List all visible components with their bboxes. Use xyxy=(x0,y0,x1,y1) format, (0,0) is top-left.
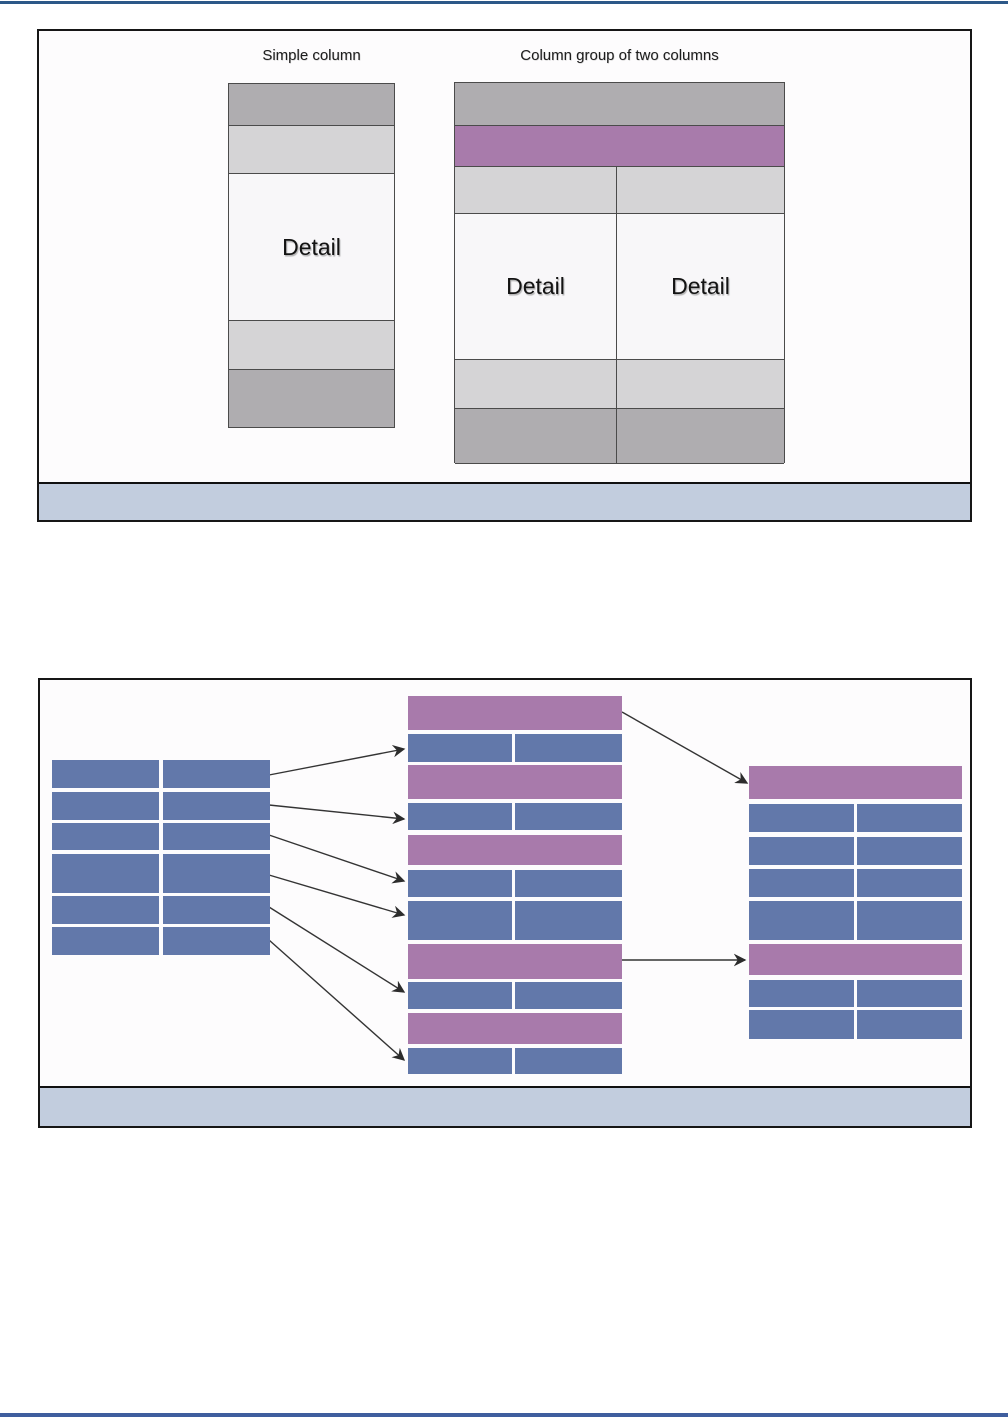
flow-arrow xyxy=(268,906,406,993)
column-group-label: Column group of two columns xyxy=(520,47,719,64)
source-row-cell xyxy=(52,823,159,850)
result-row-cell xyxy=(749,837,854,865)
source-row-cell xyxy=(163,792,270,820)
arrows-layer xyxy=(268,711,749,1061)
flow-arrow xyxy=(621,711,749,784)
detail-row-cell xyxy=(408,982,512,1009)
flow-arrow xyxy=(268,744,406,776)
simple-column-label: Simple column xyxy=(262,47,361,64)
result-group-header-row xyxy=(749,766,962,799)
column-band-white: Detail xyxy=(455,214,616,360)
figure-grouping-flow-diagram xyxy=(38,678,972,1128)
source-row-cell xyxy=(163,896,270,924)
detail-row-cell xyxy=(515,734,622,762)
detail-row-cell xyxy=(515,1048,622,1074)
result-row-cell xyxy=(857,1010,962,1039)
column-band-dark xyxy=(455,83,784,126)
result-row-cell xyxy=(749,869,854,897)
source-row-cell xyxy=(163,927,270,955)
detail-label: Detail xyxy=(506,273,565,299)
flow-arrow xyxy=(268,874,406,918)
detail-row-cell xyxy=(515,901,622,940)
detail-row-cell xyxy=(515,870,622,897)
column-band-light xyxy=(617,167,784,214)
column-band-white: Detail xyxy=(229,174,394,321)
result-row-cell xyxy=(857,901,962,940)
flow-arrow xyxy=(268,939,406,1061)
column-band-light xyxy=(229,321,394,370)
source-row-cell xyxy=(163,823,270,850)
group-sub-column-2: Detail xyxy=(616,167,784,464)
column-group-diagram: Detail Detail xyxy=(454,82,785,464)
detail-label: Detail xyxy=(671,273,730,299)
detail-row-cell xyxy=(408,734,512,762)
group-sub-column-1: Detail xyxy=(455,167,616,464)
group-header-row xyxy=(408,696,622,730)
source-row-cell xyxy=(52,854,159,893)
detail-label: Detail xyxy=(282,233,341,260)
detail-row-cell xyxy=(515,803,622,830)
column-band-dark xyxy=(617,409,784,464)
source-row-cell xyxy=(52,792,159,820)
source-row-cell xyxy=(52,896,159,924)
source-row-cell xyxy=(52,927,159,955)
figure-column-layouts: Simple column Column group of two column… xyxy=(37,29,972,522)
column-band-white: Detail xyxy=(617,214,784,360)
result-row-cell xyxy=(749,901,854,940)
source-row-cell xyxy=(52,760,159,788)
group-header-row xyxy=(408,835,622,865)
page-top-rule xyxy=(0,1,1008,4)
detail-row-cell xyxy=(408,870,512,897)
column-band-light xyxy=(455,360,616,409)
simple-column-diagram: Detail xyxy=(228,83,395,428)
detail-row-cell xyxy=(408,803,512,830)
source-row-cell xyxy=(163,854,270,893)
result-row-cell xyxy=(857,869,962,897)
flow-arrow xyxy=(268,804,406,825)
detail-row-cell xyxy=(408,901,512,940)
result-row-cell xyxy=(749,1010,854,1039)
result-row-cell xyxy=(857,980,962,1007)
column-band-dark xyxy=(229,84,394,126)
column-band-dark xyxy=(455,409,616,464)
group-header-row xyxy=(408,1013,622,1044)
column-band-dark xyxy=(229,370,394,428)
result-group-header-row xyxy=(749,944,962,975)
detail-row-cell xyxy=(515,982,622,1009)
figure1-caption-bar xyxy=(39,482,970,520)
flow-arrow xyxy=(268,834,406,884)
source-row-cell xyxy=(163,760,270,788)
page-bottom-rule xyxy=(0,1413,1008,1417)
result-row-cell xyxy=(749,980,854,1007)
result-row-cell xyxy=(749,804,854,832)
result-row-cell xyxy=(857,837,962,865)
figure2-caption-bar xyxy=(40,1086,970,1126)
column-band-light xyxy=(229,126,394,174)
group-header-row xyxy=(408,765,622,799)
column-band-purple xyxy=(455,126,784,167)
detail-row-cell xyxy=(408,1048,512,1074)
result-row-cell xyxy=(857,804,962,832)
group-header-row xyxy=(408,944,622,979)
column-band-light xyxy=(617,360,784,409)
column-band-light xyxy=(455,167,616,214)
